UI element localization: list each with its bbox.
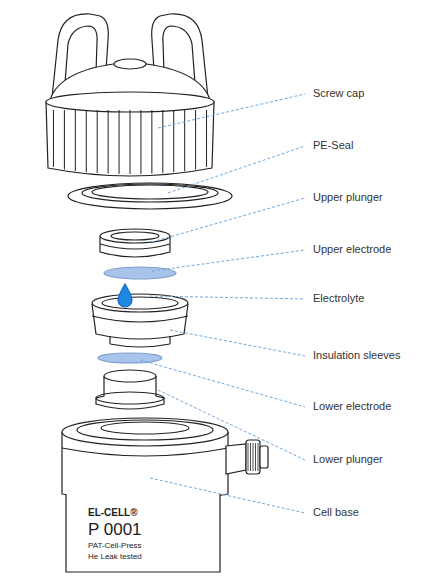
side-port — [226, 444, 246, 474]
knurl-rib — [130, 110, 131, 174]
leader-line — [168, 146, 305, 193]
knurl-rib — [140, 110, 141, 174]
leader-line — [150, 478, 305, 513]
part-label: Lower electrode — [313, 400, 391, 413]
pe-seal-inner — [82, 184, 218, 202]
test-note: He Leak tested — [88, 552, 142, 562]
knurl-rib — [173, 110, 174, 172]
nut-rib — [250, 443, 251, 471]
knurl-rib — [184, 110, 185, 171]
nut-ribs — [248, 443, 258, 471]
knurl-rib — [86, 110, 87, 172]
leader-line — [158, 390, 305, 460]
leader-line — [152, 250, 305, 271]
knurl-rib — [53, 110, 54, 167]
cell-base-rim — [77, 420, 213, 440]
knurl-rib — [97, 110, 98, 173]
leader-line — [152, 198, 305, 242]
pe-seal — [68, 183, 232, 209]
knurl-rib — [151, 110, 152, 174]
part-label: Screw cap — [313, 87, 364, 100]
knurl-rib — [108, 110, 109, 174]
cap-ring — [46, 102, 214, 176]
part-label: Upper plunger — [313, 191, 383, 204]
knurl-rib — [64, 110, 65, 169]
product-name: PAT-Cell-Press — [88, 541, 142, 551]
cell-base-band — [62, 448, 228, 456]
part-label: Cell base — [313, 506, 359, 519]
side-port-cap — [260, 446, 268, 468]
knurl-rib — [75, 110, 76, 171]
leader-line — [150, 296, 305, 299]
cell-base-bore — [101, 422, 189, 434]
knurl-rib — [162, 110, 163, 173]
sleeve-skirt — [110, 336, 170, 347]
sleeve-step — [92, 316, 188, 322]
insulation-sleeve-rim — [102, 297, 178, 309]
cell-base-foot — [66, 494, 220, 572]
side-port-nut — [246, 440, 260, 474]
part-label: Upper electrode — [313, 243, 391, 256]
nut-rib — [248, 443, 249, 471]
lower-electrode — [98, 353, 162, 363]
nut-rib — [255, 443, 256, 471]
upper-plunger-rim — [111, 232, 159, 240]
nut-rib — [253, 443, 254, 471]
serial-number: P 0001 — [88, 520, 142, 540]
brand-mark: EL-CELL® — [88, 507, 138, 519]
knurl-rib — [206, 110, 207, 167]
upper-plunger-edge — [100, 244, 170, 249]
pe-seal-lip — [92, 185, 208, 199]
leader-line — [158, 94, 305, 128]
part-label: Insulation sleeves — [313, 349, 400, 362]
part-label: PE-Seal — [313, 139, 353, 152]
electrolyte-drop — [118, 284, 132, 307]
cell-base-top — [62, 418, 228, 446]
nut-rib — [258, 443, 259, 471]
cap-ring-top — [46, 92, 214, 112]
leader-line — [140, 360, 305, 407]
knurl-rib — [195, 110, 196, 169]
leader-lines — [140, 94, 305, 513]
cap-top — [114, 59, 146, 69]
upper-plunger-top — [100, 229, 170, 243]
lower-plunger-flange — [96, 392, 164, 404]
part-label: Electrolyte — [313, 292, 364, 305]
knurl-rib — [119, 110, 120, 174]
upper-electrode — [104, 267, 176, 279]
part-label: Lower plunger — [313, 453, 383, 466]
insulation-sleeve-top — [92, 294, 188, 312]
leader-line — [170, 330, 305, 356]
lower-plunger-top — [104, 370, 156, 382]
knurling — [53, 110, 206, 174]
